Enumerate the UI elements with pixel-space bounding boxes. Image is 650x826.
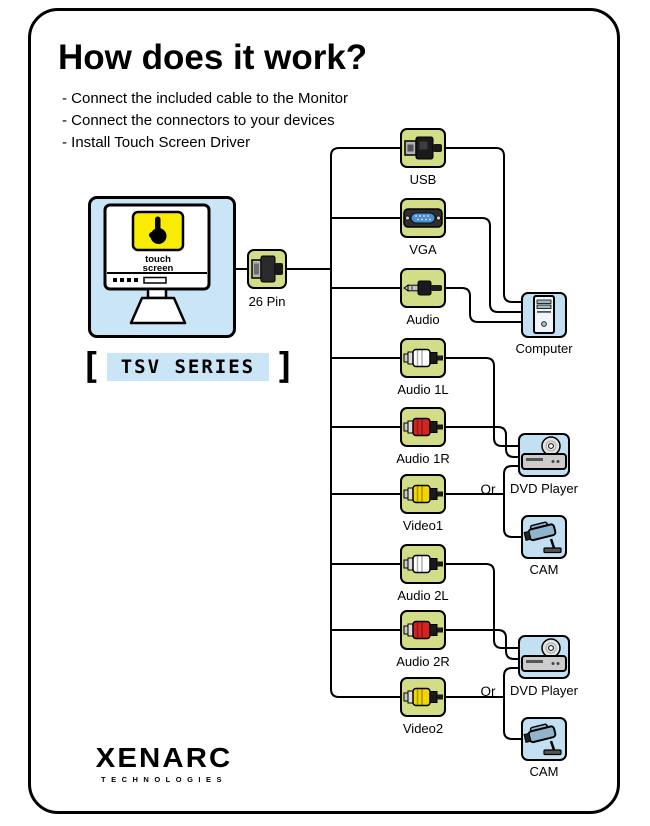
- connector-audio-1l-label: Audio 1L: [397, 382, 449, 397]
- connector-audio-label: Audio: [406, 312, 440, 327]
- monitor-illustration: touch screen: [88, 196, 236, 338]
- connector-audio: [400, 268, 446, 308]
- device-dvd-player-2: [518, 635, 570, 679]
- 26pin-plug-icon: [251, 255, 283, 283]
- device-computer: [521, 292, 567, 338]
- touch-hand-icon: [149, 216, 167, 244]
- rca-red-icon: [403, 417, 443, 437]
- audio-jack-icon: [403, 280, 442, 296]
- rca-red-icon: [403, 620, 443, 640]
- page-title: How does it work?: [58, 38, 368, 77]
- device-cam-1-label: CAM: [529, 562, 559, 577]
- rca-yellow-icon: [403, 484, 443, 504]
- page-border: [28, 8, 620, 814]
- connector-audio-1r-label: Audio 1R: [396, 451, 450, 466]
- connector-usb: [400, 128, 446, 168]
- connector-video-2-label: Video2: [402, 721, 444, 736]
- connector-vga: [400, 198, 446, 238]
- instruction-line-1: - Connect the included cable to the Moni…: [62, 90, 349, 107]
- connector-audio-2l: [400, 544, 446, 584]
- device-cam-2-label: CAM: [529, 764, 559, 779]
- security-camera-icon: [523, 521, 562, 554]
- connector-audio-1l: [400, 338, 446, 378]
- device-dvd-player-2-label: DVD Player: [510, 683, 578, 698]
- connector-audio-2r-label: Audio 2R: [396, 654, 450, 669]
- monitor-screen-text-1: touch: [145, 254, 171, 265]
- or-label-2: Or: [480, 684, 496, 699]
- device-dvd-player-1: [518, 433, 570, 477]
- xenarc-logo: XENARC TECHNOLOGIES: [84, 742, 244, 784]
- instruction-line-3: - Install Touch Screen Driver: [62, 134, 251, 151]
- device-dvd-player-1-label: DVD Player: [510, 481, 578, 496]
- or-label-1: Or: [480, 482, 496, 497]
- series-label: TSV SERIES: [106, 353, 270, 381]
- vga-plug-icon: [403, 208, 443, 228]
- dvd-player-icon: [521, 638, 567, 672]
- usb-plug-icon: [404, 136, 442, 160]
- connector-audio-2l-label: Audio 2L: [397, 588, 449, 603]
- device-computer-label: Computer: [515, 341, 573, 356]
- rca-white-icon: [403, 348, 443, 368]
- connector-audio-1r: [400, 407, 446, 447]
- connector-vga-label: VGA: [409, 242, 437, 257]
- rca-yellow-icon: [403, 687, 443, 707]
- series-label-group: [ TSV SERIES ]: [80, 346, 296, 387]
- instruction-line-2: - Connect the connectors to your devices: [62, 112, 335, 129]
- dvd-player-icon: [521, 436, 567, 470]
- monitor-buttons: [113, 278, 138, 282]
- connector-video-2: [400, 677, 446, 717]
- connector-26pin-label: 26 Pin: [248, 294, 286, 309]
- computer-tower-icon: [533, 295, 555, 334]
- device-cam-2: [521, 717, 567, 761]
- connector-video-1: [400, 474, 446, 514]
- connector-26pin: [247, 249, 287, 289]
- connector-usb-label: USB: [409, 172, 437, 187]
- security-camera-icon: [523, 723, 562, 756]
- instruction-list: - Connect the included cable to the Moni…: [62, 88, 348, 154]
- series-bracket-left: [: [80, 346, 102, 387]
- connector-audio-2r: [400, 610, 446, 650]
- monitor-screen-text-2: screen: [143, 263, 174, 274]
- logo-tagline: TECHNOLOGIES: [100, 775, 227, 784]
- touchscreen-monitor-icon: touch screen: [103, 203, 211, 325]
- connector-video-1-label: Video1: [402, 518, 444, 533]
- series-bracket-right: ]: [274, 346, 296, 387]
- rca-white-icon: [403, 554, 443, 574]
- device-cam-1: [521, 515, 567, 559]
- logo-name: XENARC: [95, 742, 233, 773]
